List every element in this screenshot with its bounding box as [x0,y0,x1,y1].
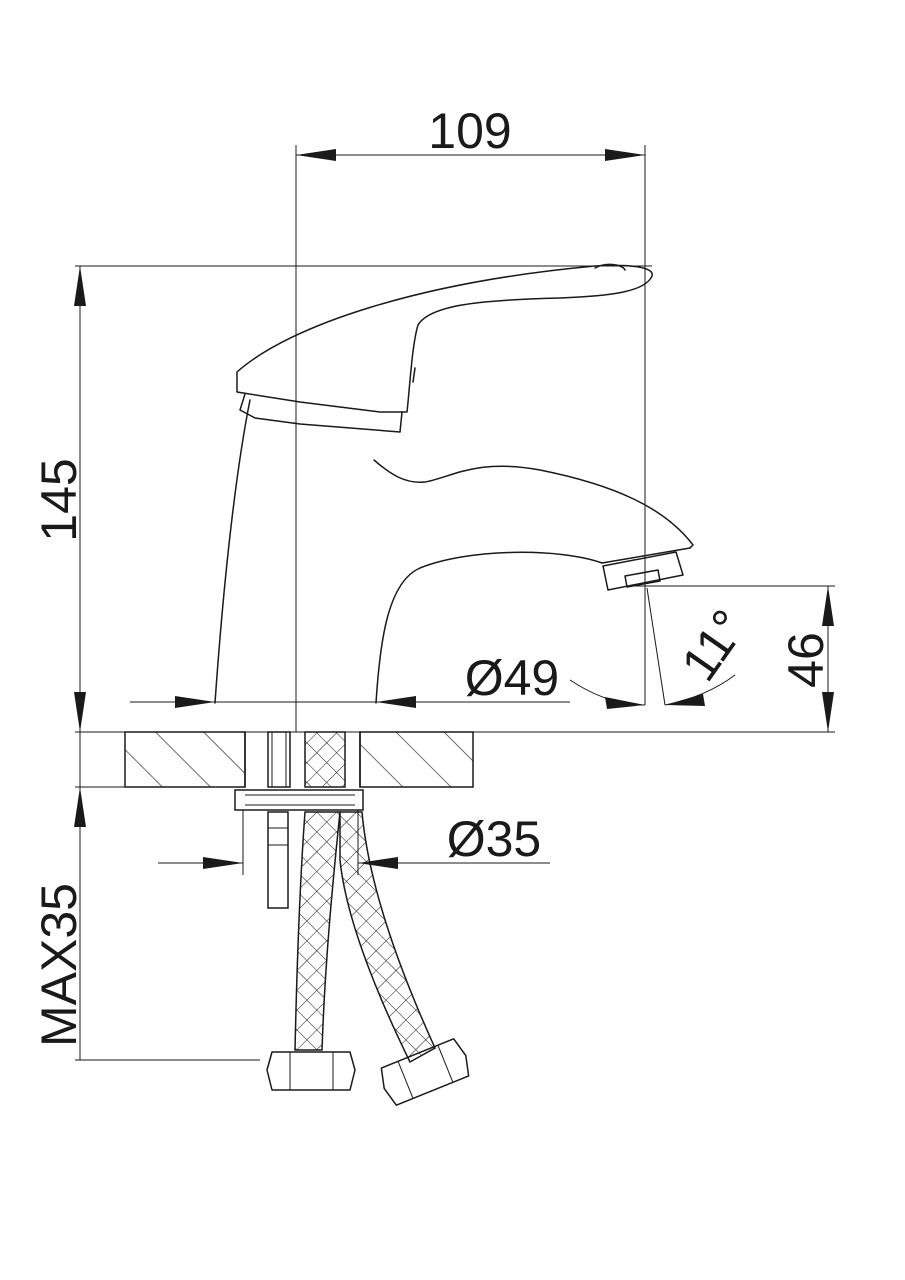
aerator [602,551,684,591]
hose-left [294,811,341,1051]
dimension-base-diameter: Ø49 [130,650,570,708]
max-thickness-label: MAX35 [31,883,87,1047]
mounting-stud [267,731,291,788]
lever-handle [236,264,653,413]
spout-height-label: 46 [778,632,834,688]
hex-nut-left [266,1051,356,1091]
spout-top [373,459,694,549]
mounting-plate [234,789,364,811]
body-left-edge [214,399,251,704]
shank-diameter-label: Ø35 [447,811,542,867]
hose-right [339,811,436,1064]
supply-hoses [266,811,470,1106]
height-label: 145 [31,458,87,541]
dimension-angle: 11° [569,587,758,709]
dimension-width: 109 [296,103,645,161]
width-label: 109 [428,103,511,159]
dimension-height: 145 [31,266,87,732]
spout-bottom [375,551,603,704]
hex-nut-right [380,1038,470,1106]
angle-label: 11° [671,600,758,691]
faucet-body [214,263,694,704]
countertop-right [359,731,474,788]
dimension-max-thickness: MAX35 [31,732,87,1060]
countertop-left [124,731,246,788]
dimension-spout-height: 46 [778,586,834,732]
countertop-section [124,731,474,811]
threaded-stud [267,811,289,909]
extension-lines [75,145,835,1061]
base-diameter-label: Ø49 [465,650,560,706]
cartridge-cap [239,393,403,433]
hose-through-hole [304,731,346,788]
dimension-shank-diameter: Ø35 [158,811,550,869]
